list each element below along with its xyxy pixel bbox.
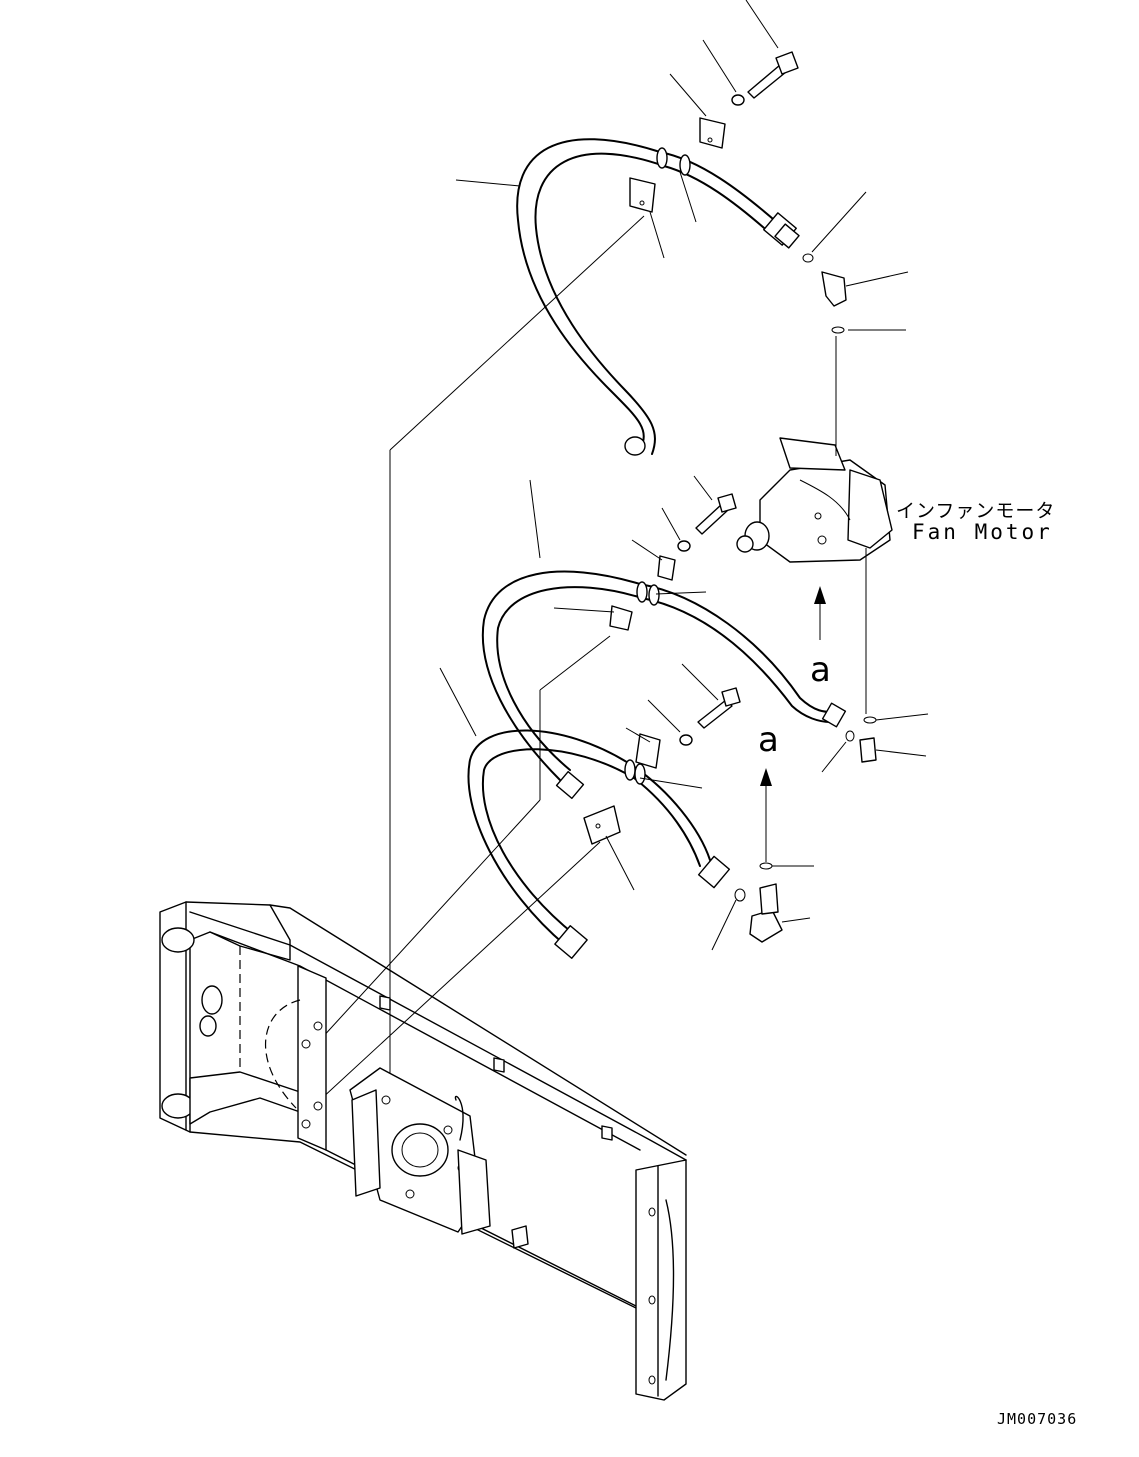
upper-elbow-fitting <box>802 253 847 334</box>
motor-side-fittings <box>734 716 877 943</box>
middle-bolt <box>677 493 737 552</box>
fan-motor-label-japanese: インファンモータ <box>896 500 1056 522</box>
middle-clamp <box>609 555 676 631</box>
leader-lines <box>319 0 929 1101</box>
fan-motor-label-english: Fan Motor <box>912 520 1053 544</box>
lower-bolt <box>679 687 741 746</box>
upper-bolt <box>731 51 799 106</box>
view-marker-upper: a <box>810 650 831 690</box>
fan-motor <box>736 437 893 563</box>
lower-hose <box>467 729 731 959</box>
machine-frame <box>159 901 687 1401</box>
middle-hose <box>481 570 847 800</box>
lower-clamp <box>583 733 661 845</box>
view-marker-lower: a <box>758 720 779 760</box>
upper-hose <box>516 138 800 456</box>
upper-clamp <box>629 117 726 213</box>
drawing-number: JM007036 <box>997 1410 1078 1428</box>
